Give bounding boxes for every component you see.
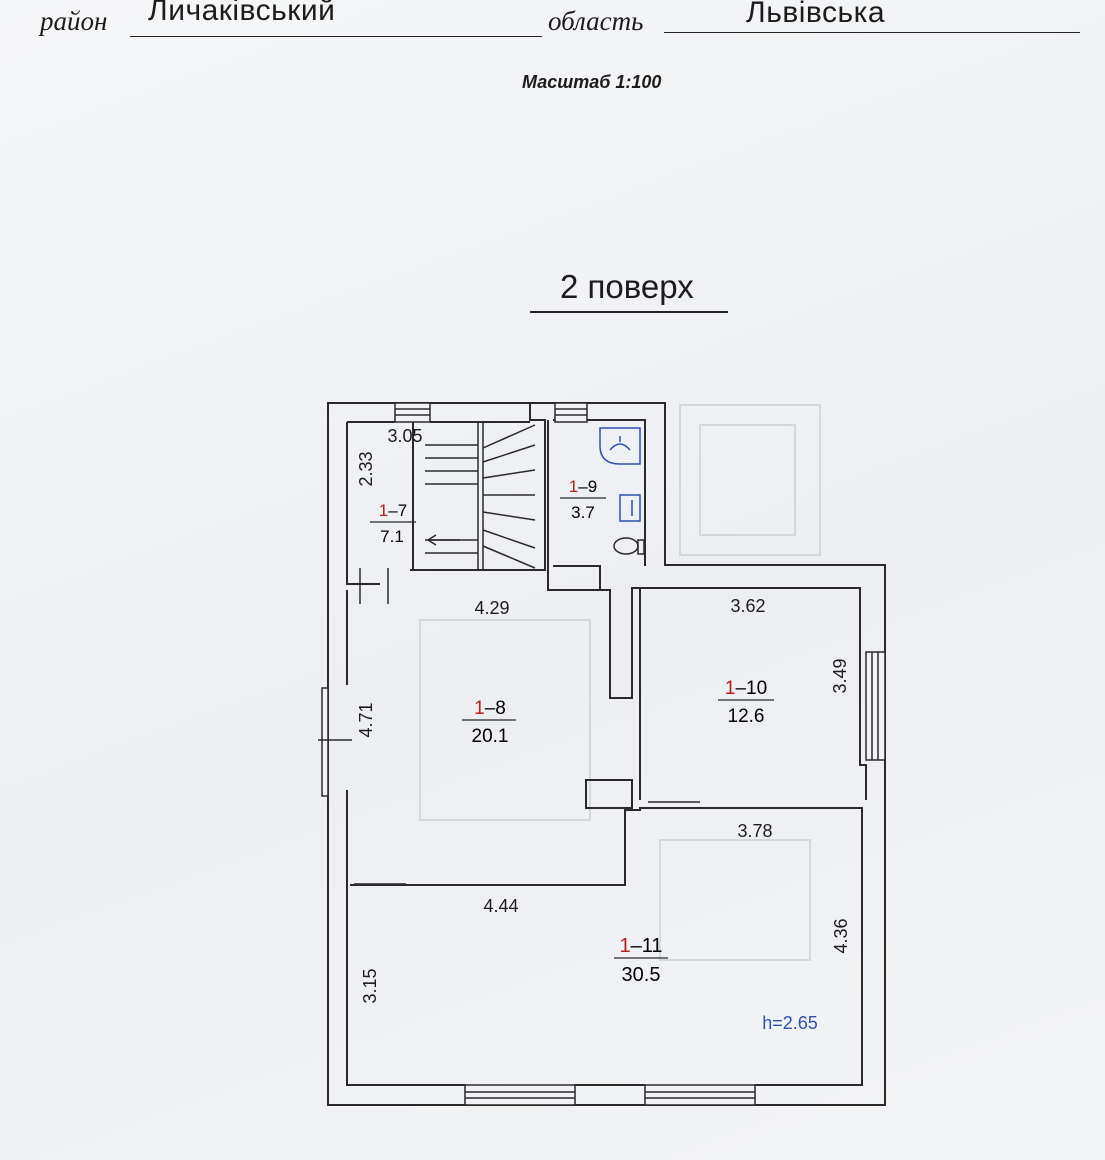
dim-471: 4.71	[356, 702, 376, 737]
dim-305: 3.05	[387, 426, 422, 446]
room-label-1-11: 1–11 30.5	[614, 935, 668, 986]
region-underline	[664, 32, 1080, 33]
room-label-1-8: 1–8 20.1	[462, 698, 516, 747]
svg-text:7.1: 7.1	[380, 527, 404, 546]
region-label: область	[548, 6, 644, 36]
faint-background-drawing	[419, 404, 821, 961]
svg-text:1–7: 1–7	[379, 501, 407, 520]
dim-362: 3.62	[730, 596, 765, 616]
toilet-icon	[613, 537, 645, 555]
svg-text:30.5: 30.5	[622, 964, 661, 986]
room-label-1-9: 1–9 3.7	[560, 477, 606, 522]
staircase	[425, 422, 536, 570]
district-label: район	[40, 6, 108, 36]
svg-text:12.6: 12.6	[728, 706, 765, 727]
dim-436: 4.36	[831, 918, 851, 953]
scale-label: Масштаб 1:100	[522, 72, 662, 92]
windows	[321, 402, 886, 1106]
shower-icon	[599, 427, 641, 465]
dimension-labels: 3.05 2.33 4.29 3.62 3.49 4.71 3.78 4.44 …	[356, 426, 851, 1004]
region-value: Львівська	[746, 0, 886, 29]
svg-text:3.7: 3.7	[571, 503, 595, 522]
district-value: Личаківський	[148, 0, 336, 27]
ceiling-height: h=2.65	[762, 1013, 818, 1033]
svg-text:1–8: 1–8	[474, 698, 506, 719]
room-label-1-7: 1–7 7.1	[370, 501, 416, 546]
svg-text:20.1: 20.1	[472, 726, 509, 747]
dim-315: 3.15	[360, 968, 380, 1003]
svg-text:1–11: 1–11	[619, 935, 662, 957]
walls	[327, 402, 886, 1106]
floor-title: 2 поверх	[560, 268, 694, 305]
svg-text:1–10: 1–10	[725, 678, 767, 699]
dim-349: 3.49	[830, 658, 850, 693]
dim-429: 4.29	[474, 598, 509, 618]
floor-title-underline	[530, 311, 728, 313]
district-underline	[130, 36, 542, 37]
doors	[318, 568, 700, 885]
dim-378: 3.78	[737, 821, 772, 841]
room-label-1-10: 1–10 12.6	[718, 678, 774, 727]
dim-444: 4.44	[483, 896, 518, 916]
dim-233: 2.33	[356, 451, 376, 486]
sink-icon	[619, 494, 641, 522]
svg-text:1–9: 1–9	[569, 477, 597, 496]
